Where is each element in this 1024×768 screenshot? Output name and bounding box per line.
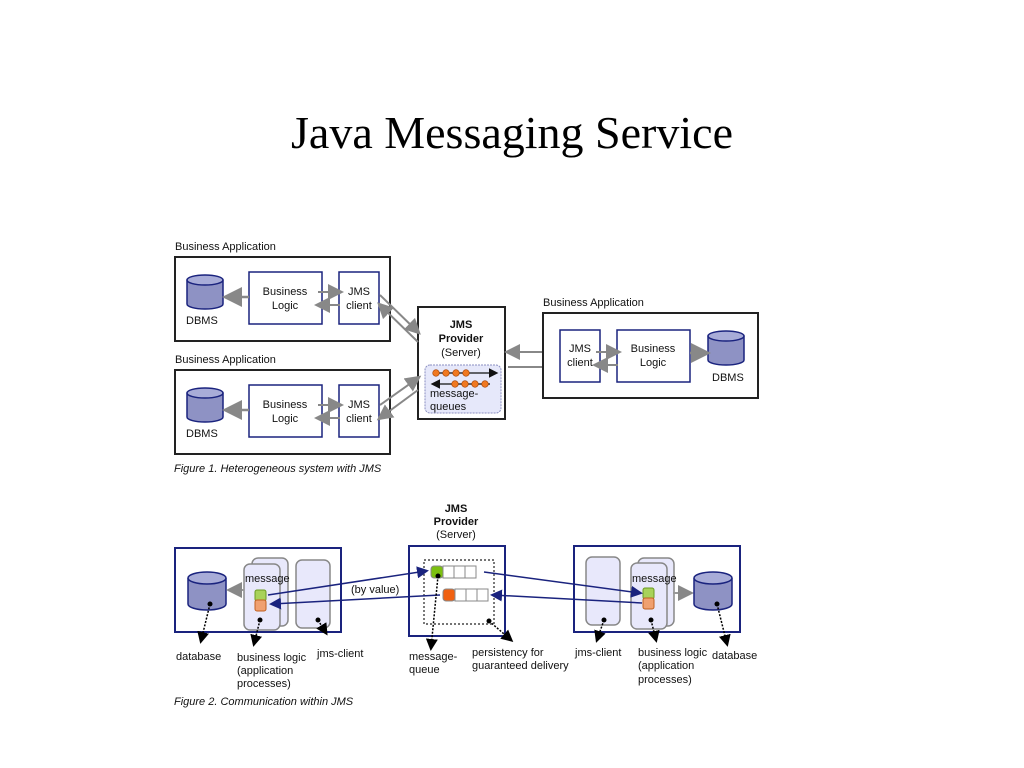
message-queue-label: message- bbox=[409, 651, 458, 663]
jms-provider-server: JMS Provider (Server) message- queues bbox=[417, 306, 506, 420]
app-heading: Business Application bbox=[175, 241, 276, 253]
dbms-cylinder-icon bbox=[186, 387, 224, 423]
provider-label: (Server) bbox=[436, 529, 476, 541]
message-queues-label: queues bbox=[430, 401, 467, 413]
message-orange-icon bbox=[254, 599, 267, 612]
jms-client-label: client bbox=[346, 300, 372, 312]
jms-client-box bbox=[338, 384, 380, 438]
incoming-queue-icon bbox=[430, 379, 490, 389]
business-logic-label: (application bbox=[638, 660, 694, 672]
provider-label: JMS bbox=[445, 503, 468, 515]
business-application-3: Business Application JMS client Business… bbox=[542, 297, 759, 399]
business-logic-label: Business bbox=[631, 343, 676, 355]
persistency-label: guaranteed delivery bbox=[472, 660, 569, 672]
business-application-2: Business Application DBMS Business Logic… bbox=[174, 354, 391, 455]
jms-client-label: JMS bbox=[348, 286, 370, 298]
app-heading: Business Application bbox=[175, 354, 276, 366]
jms-client-panel bbox=[295, 559, 331, 629]
database-cylinder-icon bbox=[187, 571, 227, 611]
jms-client-label: jms-client bbox=[574, 647, 621, 659]
business-logic-label: processes) bbox=[237, 678, 291, 690]
business-logic-label: processes) bbox=[638, 674, 692, 686]
message-orange-icon bbox=[642, 597, 655, 610]
dbms-label: DBMS bbox=[186, 315, 218, 327]
database-label: database bbox=[176, 651, 221, 663]
business-logic-box bbox=[248, 384, 323, 438]
provider-label: Provider bbox=[439, 333, 484, 345]
slide-title: Java Messaging Service bbox=[291, 107, 733, 158]
dbms-label: DBMS bbox=[712, 372, 744, 384]
jms-client-box bbox=[559, 329, 601, 383]
right-application: message bbox=[573, 545, 741, 633]
provider-label: JMS bbox=[450, 319, 473, 331]
jms-client-box bbox=[338, 271, 380, 325]
dbms-label: DBMS bbox=[186, 428, 218, 440]
message-queues-panel bbox=[424, 364, 502, 414]
figure1-caption: Figure 1. Heterogeneous system with JMS bbox=[174, 463, 382, 475]
jms-provider-box bbox=[408, 545, 506, 637]
provider-label: Provider bbox=[434, 516, 479, 528]
outgoing-queue-icon bbox=[432, 368, 499, 378]
business-logic-label: Business bbox=[263, 286, 308, 298]
figure2-caption: Figure 2. Communication within JMS bbox=[174, 696, 354, 708]
message-queues-label: message- bbox=[430, 388, 479, 400]
message-queue-label: queue bbox=[409, 664, 440, 676]
database-label: database bbox=[712, 650, 757, 662]
jms-client-label: JMS bbox=[348, 399, 370, 411]
dbms-cylinder-icon bbox=[707, 330, 745, 366]
jms-client-label: client bbox=[346, 413, 372, 425]
jms-client-label: jms-client bbox=[316, 648, 363, 660]
jms-client-panel bbox=[585, 556, 621, 626]
provider-label: (Server) bbox=[441, 347, 481, 359]
business-logic-label: business logic bbox=[638, 647, 708, 659]
jms-client-label: client bbox=[567, 357, 593, 369]
by-value-label: (by value) bbox=[351, 584, 399, 596]
callout-leaders bbox=[197, 575, 731, 651]
message-label: message bbox=[245, 573, 290, 585]
message-label: message bbox=[632, 573, 677, 585]
jms-client-label: JMS bbox=[569, 343, 591, 355]
business-logic-box bbox=[616, 329, 691, 383]
message-green-icon bbox=[642, 587, 655, 600]
database-cylinder-icon bbox=[693, 571, 733, 611]
message-flow-arrows bbox=[267, 566, 643, 610]
business-application-1: Business Application DBMS Business Logic… bbox=[174, 241, 391, 342]
app-heading: Business Application bbox=[543, 297, 644, 309]
incoming-message-queue-icon bbox=[442, 588, 489, 602]
dbms-cylinder-icon bbox=[186, 274, 224, 310]
left-application: message bbox=[174, 547, 342, 633]
message-green-icon bbox=[254, 589, 267, 602]
business-logic-label: Logic bbox=[272, 300, 299, 312]
business-logic-label: (application bbox=[237, 665, 293, 677]
business-logic-label: business logic bbox=[237, 652, 307, 664]
business-logic-box bbox=[248, 271, 323, 325]
business-logic-label: Logic bbox=[272, 413, 299, 425]
business-logic-label: Logic bbox=[640, 357, 667, 369]
business-logic-label: Business bbox=[263, 399, 308, 411]
persistency-label: persistency for bbox=[472, 647, 544, 659]
